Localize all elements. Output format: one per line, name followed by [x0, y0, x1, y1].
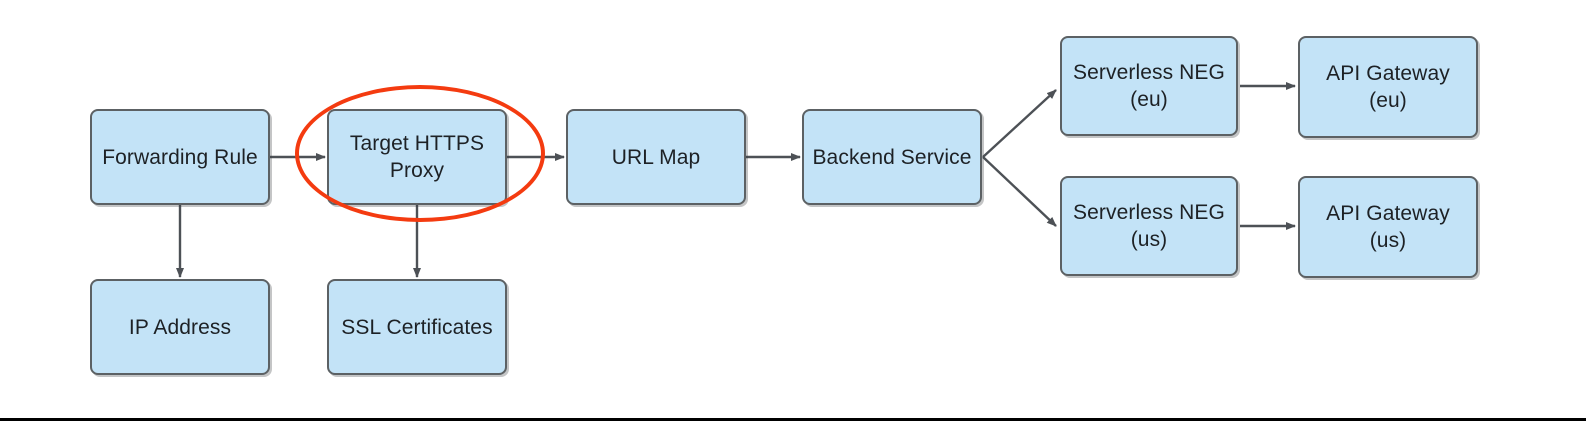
node-url-map-label: URL Map	[611, 145, 701, 169]
node-ssl-certificates[interactable]: SSL Certificates	[327, 279, 507, 375]
node-serverless-neg-us-label: Serverless NEG (us)	[1073, 201, 1225, 251]
node-serverless-neg-us[interactable]: Serverless NEG (us)	[1060, 176, 1238, 276]
node-forwarding-rule-label: Forwarding Rule	[102, 145, 258, 169]
node-api-gateway-eu[interactable]: API Gateway (eu)	[1298, 36, 1478, 138]
node-serverless-neg-eu-label: Serverless NEG (eu)	[1073, 61, 1225, 111]
edge-backend-service-to-serverless-neg-eu	[982, 89, 1057, 158]
node-backend-service-label: Backend Service	[812, 145, 972, 169]
node-ip-address-label: IP Address	[128, 315, 232, 339]
node-ip-address[interactable]: IP Address	[90, 279, 270, 375]
node-api-gateway-us-label: API Gateway (us)	[1326, 202, 1450, 252]
bottom-divider	[0, 418, 1586, 421]
node-backend-service[interactable]: Backend Service	[802, 109, 982, 205]
node-serverless-neg-eu[interactable]: Serverless NEG (eu)	[1060, 36, 1238, 136]
node-target-https-proxy[interactable]: Target HTTPS Proxy	[327, 109, 507, 205]
node-forwarding-rule[interactable]: Forwarding Rule	[90, 109, 270, 205]
node-url-map[interactable]: URL Map	[566, 109, 746, 205]
node-api-gateway-us[interactable]: API Gateway (us)	[1298, 176, 1478, 278]
node-api-gateway-eu-label: API Gateway (eu)	[1326, 62, 1450, 112]
node-ssl-certificates-label: SSL Certificates	[341, 315, 493, 339]
edge-backend-service-to-serverless-neg-us	[982, 156, 1057, 227]
node-target-https-proxy-label: Target HTTPS Proxy	[349, 132, 485, 182]
